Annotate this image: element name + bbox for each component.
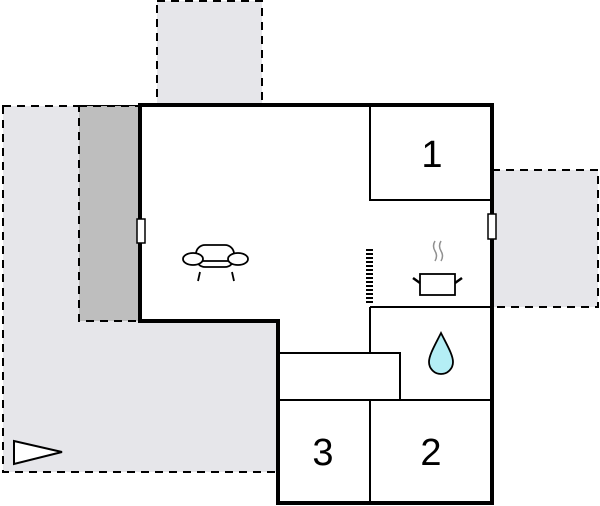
cooking-pot-icon bbox=[412, 240, 463, 296]
entrance-triangle-icon bbox=[13, 439, 63, 466]
stairs-icon bbox=[366, 249, 373, 303]
building-interior bbox=[140, 105, 492, 503]
terrace-right bbox=[491, 169, 599, 308]
exterior-walls bbox=[138, 103, 494, 505]
sofa-icon bbox=[182, 244, 249, 282]
terrace-top bbox=[156, 0, 263, 106]
room-label-3: 3 bbox=[312, 432, 333, 474]
window-right bbox=[487, 213, 497, 240]
window-left bbox=[136, 218, 146, 244]
interior-walls bbox=[278, 105, 492, 503]
room-label-2: 2 bbox=[420, 432, 441, 474]
water-drop-icon bbox=[428, 330, 454, 375]
terrace-covered bbox=[78, 105, 141, 322]
room-label-1: 1 bbox=[421, 134, 442, 176]
